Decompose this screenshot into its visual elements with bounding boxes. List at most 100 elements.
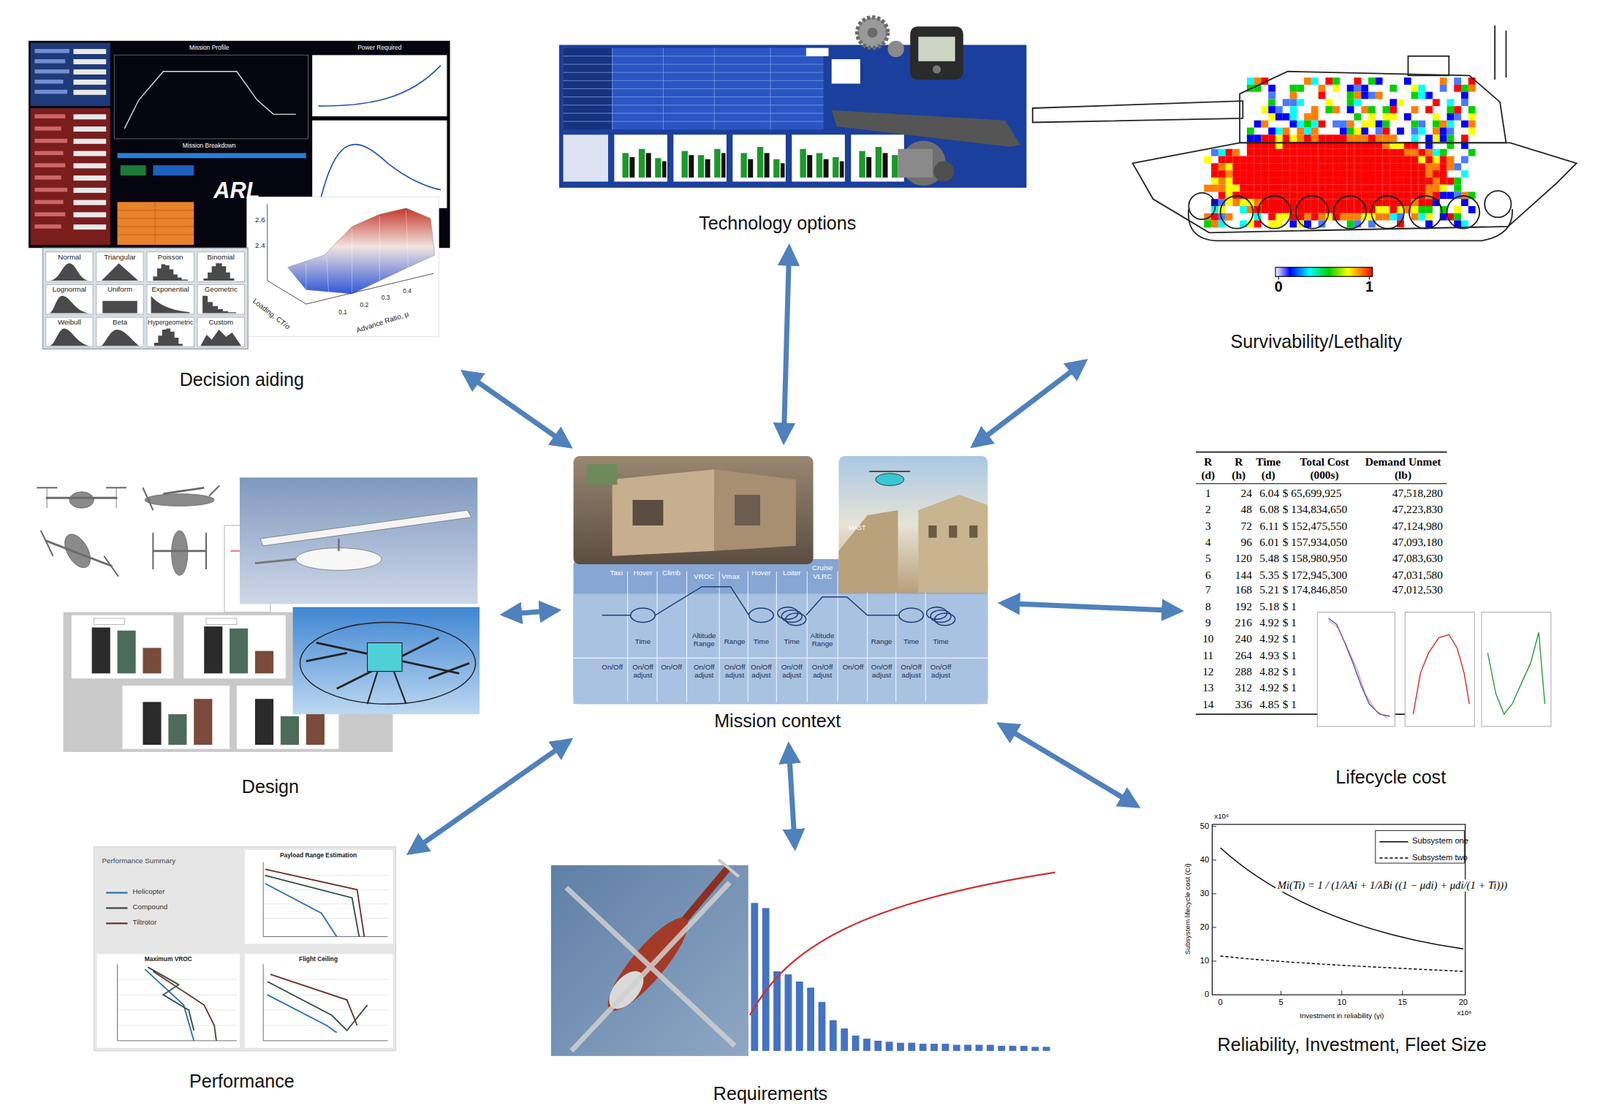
segment-name: VROC — [693, 572, 715, 581]
heatmap-cell — [1453, 162, 1462, 171]
heatmap-cell — [1432, 113, 1440, 121]
heatmap-cell — [1404, 177, 1412, 185]
heatmap-cell — [1203, 156, 1212, 164]
performance-panel — [263, 874, 388, 876]
requirements-pictures — [885, 1041, 894, 1052]
heatmap-cell — [1282, 191, 1291, 199]
component-pictures — [888, 40, 905, 58]
heatmap-cell — [1232, 149, 1240, 157]
requirements-pictures — [762, 907, 770, 1051]
heatmap-cell — [1382, 177, 1391, 185]
reliability-chart — [1280, 991, 1282, 996]
technology-panel — [563, 80, 824, 82]
design-pictures — [306, 652, 348, 661]
heatmap-cell — [1282, 162, 1291, 171]
decision-panel — [34, 114, 66, 119]
design-pictures — [36, 485, 220, 576]
heatmap-cell — [1432, 170, 1440, 178]
heatmap-cell — [1290, 198, 1298, 207]
heatmap-cell — [1339, 134, 1348, 142]
mission-pictures — [749, 608, 775, 623]
heatmap-cell — [1260, 149, 1269, 157]
heatmap-cell — [1468, 149, 1476, 157]
table-cell: 5.18 — [1259, 600, 1280, 614]
heatmap-cell — [1360, 156, 1369, 164]
heatmap-cell — [1218, 149, 1226, 157]
heatmap-cell — [1360, 184, 1369, 193]
group-label: Technology options — [698, 213, 856, 236]
technology-panel — [769, 48, 771, 131]
connector — [1002, 603, 1180, 612]
performance-panel — [105, 922, 128, 924]
cost-table — [1317, 612, 1552, 727]
heatmap-cell — [1396, 162, 1405, 171]
distribution-palette — [96, 317, 144, 347]
heatmap-cell — [1290, 92, 1298, 100]
performance-panel — [152, 971, 217, 1041]
scale-label: 0 — [1274, 278, 1283, 295]
heatmap-cell — [1411, 206, 1419, 214]
technology-panel — [563, 112, 824, 114]
design-pictures — [260, 510, 472, 547]
heatmap-cell — [1318, 134, 1326, 142]
decision-panel — [34, 126, 61, 131]
requirements-pictures — [747, 865, 1055, 1057]
heatmap-cell — [1375, 213, 1383, 221]
tick-label: 0 — [1218, 997, 1223, 1008]
heatmap-cell — [1318, 198, 1326, 207]
mission-pictures — [837, 571, 839, 703]
heatmap-cell — [1468, 113, 1476, 121]
design-pictures — [203, 626, 223, 674]
mission-pictures — [573, 456, 814, 565]
heatmap-cell — [1318, 206, 1326, 214]
table-cell: 10 — [1202, 632, 1214, 647]
heatmap-cell — [1303, 184, 1312, 193]
heatmap-cell — [1382, 170, 1391, 178]
heatmap-cell — [1389, 134, 1397, 142]
heatmap-cell — [1396, 156, 1405, 164]
surface-plot — [379, 216, 381, 281]
axis-label: Advance Ratio, μ — [355, 309, 410, 335]
table-cell: $ 1 — [1282, 632, 1297, 647]
table-cell: 4.85 — [1259, 697, 1280, 711]
requirements-pictures — [747, 865, 749, 1057]
heatmap-cell — [1425, 105, 1433, 114]
heatmap-cell — [1389, 149, 1397, 157]
heatmap-cell — [1360, 84, 1369, 93]
heatmap-cell — [1360, 191, 1369, 199]
component-pictures — [867, 27, 878, 39]
heatmap-cell — [1368, 184, 1376, 193]
heatmap-cell — [1396, 191, 1405, 199]
heatmap-cell — [1411, 184, 1419, 193]
reliability-chart — [1379, 841, 1408, 843]
heatmap-cell — [1417, 156, 1426, 164]
tick-label: 0 — [1204, 989, 1209, 1000]
heatmap-cell — [1439, 156, 1448, 164]
cost-table — [1195, 451, 1552, 727]
table-cell: $ 1 — [1282, 616, 1297, 630]
requirements-pictures — [953, 1045, 961, 1052]
heatmap-cell — [1290, 134, 1298, 142]
heatmap-cell — [1254, 177, 1262, 185]
requirements-pictures — [997, 1045, 1006, 1052]
design-pictures — [229, 628, 248, 674]
performance-panel — [97, 953, 240, 1048]
table-cell: 47,012,530 — [1392, 584, 1443, 598]
decision-panel — [34, 138, 68, 144]
heatmap-cell — [1439, 162, 1448, 171]
heatmap-cell — [1303, 206, 1312, 214]
requirements-pictures — [975, 1045, 984, 1052]
table-cell: 4.92 — [1259, 616, 1280, 630]
reliability-chart — [1211, 893, 1217, 894]
requirements-pictures — [571, 882, 730, 1052]
heatmap-cell — [1404, 77, 1412, 85]
technology-panel — [563, 48, 824, 131]
mission-pictures — [734, 494, 761, 526]
surface-plot — [326, 255, 329, 292]
heatmap-cell — [1254, 162, 1262, 171]
heatmap-cell — [1347, 98, 1355, 106]
heatmap-cell — [1432, 98, 1440, 106]
legend-text: Subsystem two — [1412, 852, 1468, 863]
